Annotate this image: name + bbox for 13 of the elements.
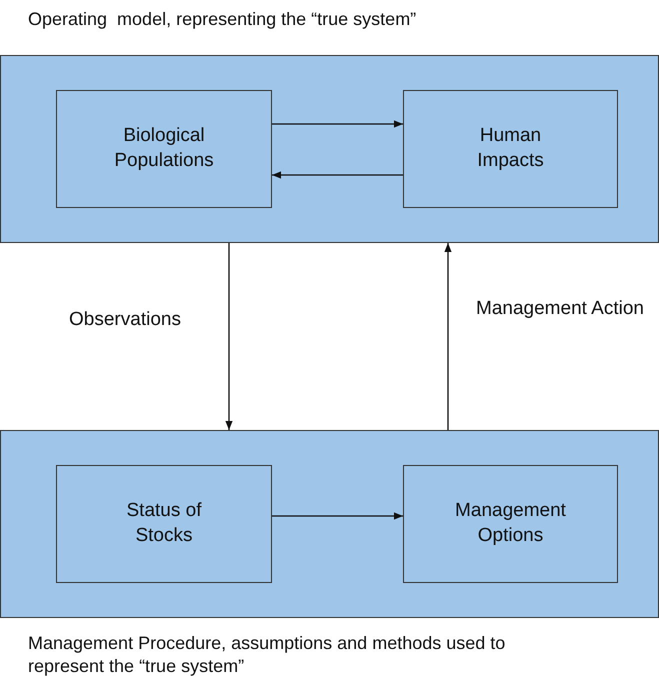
panel-heading: Operating model, representing the “true system” [28,8,416,31]
process-box: Management Options [403,465,618,583]
process-box: Biological Populations [56,90,272,208]
panel-heading: Management Procedure, assumptions and methods used to represent the “true system” [28,632,506,678]
arrow [272,512,403,520]
arrow [225,243,233,430]
process-box: Status of Stocks [56,465,272,583]
arrow [444,243,452,430]
arrow [272,120,403,128]
edge-label: Observations [68,308,182,332]
arrow [272,171,403,179]
process-box: Human Impacts [403,90,618,208]
edge-label: Management Action [475,297,645,321]
